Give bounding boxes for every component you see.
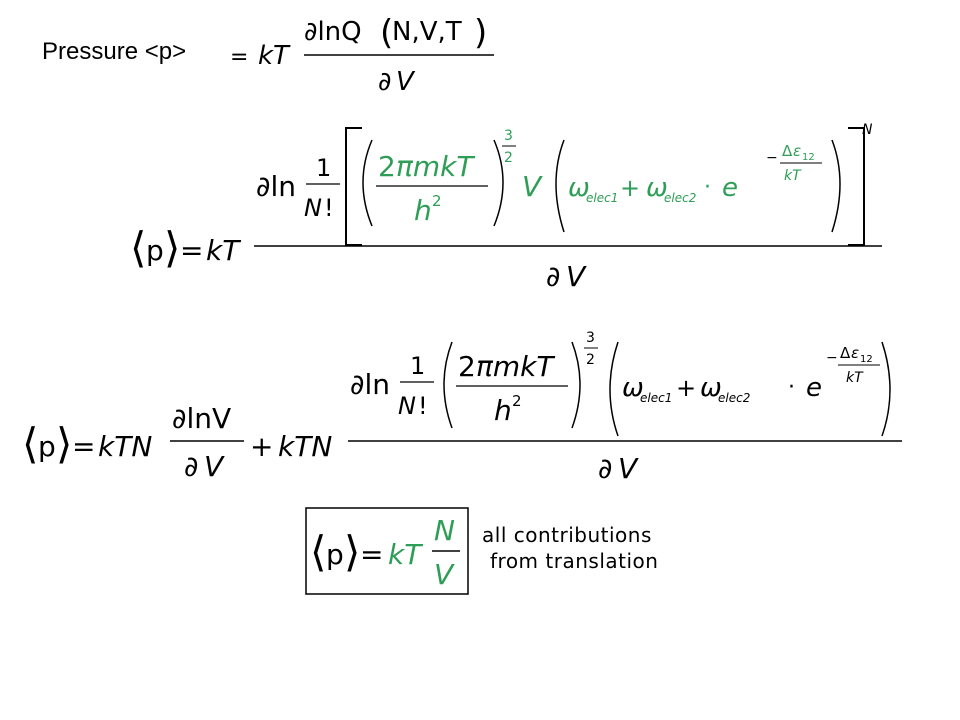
svg-text:⟨: ⟨ [130, 223, 146, 272]
svg-text:p: p [326, 538, 344, 571]
svg-text:⟩: ⟩ [344, 527, 360, 576]
svg-text:12: 12 [860, 354, 873, 365]
svg-text:N: N [398, 392, 416, 420]
svg-text:πmkT: πmkT [476, 350, 555, 383]
svg-text:∂: ∂ [184, 450, 198, 483]
result-note: all contributions from translation [482, 522, 658, 574]
svg-text:V: V [204, 450, 225, 483]
svg-text:−: − [826, 350, 838, 366]
svg-text:−: − [766, 150, 778, 166]
svg-text:=: = [180, 234, 203, 267]
svg-text:∂ln: ∂ln [350, 368, 390, 401]
svg-text:∂: ∂ [598, 452, 612, 485]
svg-text:e: e [806, 373, 822, 403]
svg-text:ε: ε [793, 142, 801, 160]
svg-text:V: V [522, 170, 543, 203]
svg-text:N,V,T: N,V,T [392, 17, 462, 47]
svg-text:V: V [618, 452, 639, 485]
svg-text:=: = [360, 538, 383, 571]
svg-text:N: N [304, 194, 322, 222]
note-line-2: from translation [490, 549, 659, 573]
svg-text:2: 2 [378, 150, 396, 183]
svg-text:2: 2 [512, 392, 522, 410]
svg-text:kT: kT [388, 538, 423, 571]
svg-text:elec1: elec1 [586, 191, 618, 205]
svg-text:ω: ω [700, 373, 722, 403]
svg-text:(: ( [380, 13, 393, 53]
equation-pressure-full: ⟨ p ⟩ = kT ∂ln 1 N ! N 2 πmkT h 2 3 [130, 122, 882, 293]
equation-definition: = kT ∂lnQ ( N,V,T ) ∂ V [230, 13, 494, 97]
svg-text:h: h [494, 394, 512, 427]
svg-text:=: = [230, 45, 248, 70]
svg-text:p: p [146, 234, 164, 267]
svg-text:1: 1 [316, 154, 331, 182]
svg-text:!: ! [418, 392, 428, 420]
svg-text:Δ: Δ [782, 142, 793, 160]
svg-text:N: N [862, 122, 873, 138]
svg-text:ω: ω [646, 173, 668, 203]
svg-text:elec2: elec2 [664, 191, 696, 205]
svg-text:⟨: ⟨ [310, 527, 326, 576]
svg-text:·: · [704, 175, 711, 200]
svg-text:12: 12 [802, 152, 815, 163]
svg-text:kT: kT [846, 370, 864, 386]
svg-text:∂: ∂ [378, 67, 391, 97]
svg-text:+: + [620, 174, 640, 202]
svg-text:kTN: kTN [98, 430, 152, 463]
svg-text:ε: ε [851, 344, 859, 362]
svg-text:∂: ∂ [546, 260, 560, 293]
svg-text:!: ! [324, 194, 334, 222]
equation-result-boxed: ⟨ p ⟩ = kT N V [305, 507, 469, 595]
svg-text:2: 2 [432, 192, 442, 210]
svg-text:2: 2 [586, 352, 595, 368]
svg-text:h: h [414, 194, 432, 227]
svg-text:2: 2 [504, 150, 513, 166]
svg-text:πmkT: πmkT [396, 150, 475, 183]
svg-text:p: p [38, 430, 56, 463]
svg-text:e: e [722, 173, 738, 203]
svg-text:V: V [434, 558, 455, 591]
svg-text:+: + [676, 374, 696, 402]
svg-text:∂lnV: ∂lnV [172, 402, 231, 435]
svg-text:3: 3 [586, 330, 595, 346]
svg-text:ω: ω [622, 373, 644, 403]
svg-text:2: 2 [458, 350, 476, 383]
slide-title: Pressure <p> [42, 38, 187, 65]
svg-text:kT: kT [784, 168, 802, 184]
svg-text:V: V [396, 67, 416, 97]
svg-text:3: 3 [504, 128, 513, 144]
svg-text:+: + [250, 430, 273, 463]
svg-text:elec1: elec1 [640, 391, 672, 405]
equation-pressure-split: ⟨ p ⟩ = kTN ∂lnV ∂ V + kTN ∂ln 1 N ! 2 π… [22, 330, 902, 485]
svg-text:⟩: ⟩ [164, 223, 180, 272]
svg-text:V: V [566, 260, 587, 293]
svg-text:kTN: kTN [278, 430, 332, 463]
svg-text:): ) [474, 13, 487, 53]
svg-text:∂ln: ∂ln [256, 170, 296, 203]
svg-text:kT: kT [206, 234, 241, 267]
svg-text:kT: kT [258, 41, 291, 71]
svg-text:Δ: Δ [840, 344, 851, 362]
svg-text:N: N [434, 514, 455, 547]
note-line-1: all contributions [482, 523, 652, 547]
svg-text:=: = [72, 430, 95, 463]
svg-text:1: 1 [410, 352, 425, 380]
svg-text:⟩: ⟩ [56, 419, 72, 468]
svg-text:·: · [788, 375, 795, 400]
svg-text:⟨: ⟨ [22, 419, 38, 468]
svg-text:elec2: elec2 [718, 391, 750, 405]
svg-text:ω: ω [568, 173, 590, 203]
svg-text:∂lnQ: ∂lnQ [304, 17, 362, 47]
